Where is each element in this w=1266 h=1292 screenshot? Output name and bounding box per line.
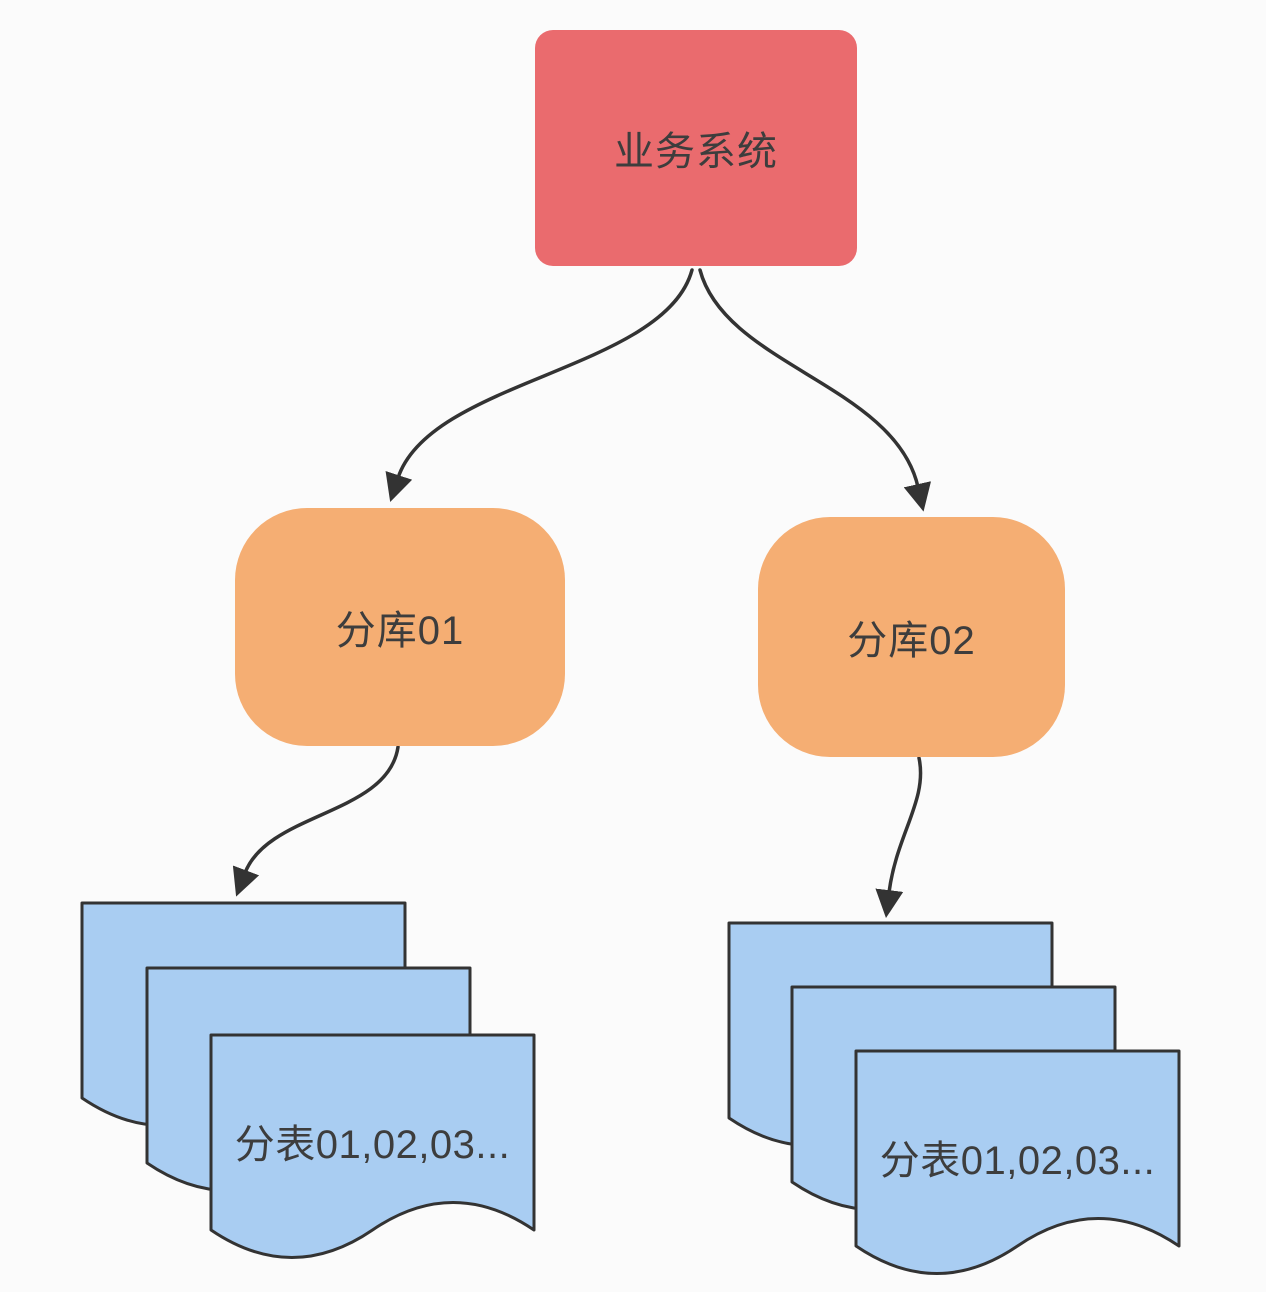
- document-shape-left-front: [209, 1033, 536, 1259]
- node-shard-db-02: 分库02: [758, 517, 1065, 757]
- label-shard-tables-left: 分表01,02,03...: [234, 1123, 511, 1167]
- document-shape-right-front: [854, 1049, 1181, 1275]
- node-shard-db-02-label: 分库02: [847, 619, 976, 663]
- edge-business-system-to-shard-db-02: [698, 268, 932, 512]
- node-business-system: 业务系统: [535, 30, 857, 266]
- edge-shard-db-02-to-tables: [875, 756, 923, 919]
- edge-shard-db-01-to-tables: [232, 745, 400, 897]
- node-business-system-label: 业务系统: [614, 130, 778, 174]
- label-shard-tables-right: 分表01,02,03...: [879, 1139, 1156, 1183]
- node-shard-db-01: 分库01: [235, 508, 565, 746]
- node-shard-db-01-label: 分库01: [335, 609, 465, 653]
- edge-business-system-to-shard-db-01: [385, 268, 694, 502]
